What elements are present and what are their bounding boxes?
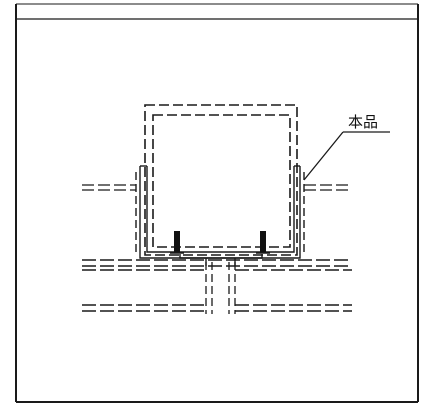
right-anchor-bolt (260, 231, 266, 253)
post-head-plate (179, 254, 263, 266)
lower-rail (82, 304, 352, 312)
anchor-bolts (170, 231, 270, 254)
right-rail-stubs (304, 184, 352, 191)
support-post (205, 262, 236, 314)
main-rail (82, 259, 352, 271)
left-anchor-bolt (174, 231, 180, 253)
callout-label: 本品 (348, 113, 378, 131)
mounting-bracket (135, 165, 305, 259)
product-box-outline (144, 104, 298, 256)
left-rail-stubs (82, 184, 136, 191)
callout-leader (303, 131, 390, 181)
drawing-frame (15, 3, 419, 403)
